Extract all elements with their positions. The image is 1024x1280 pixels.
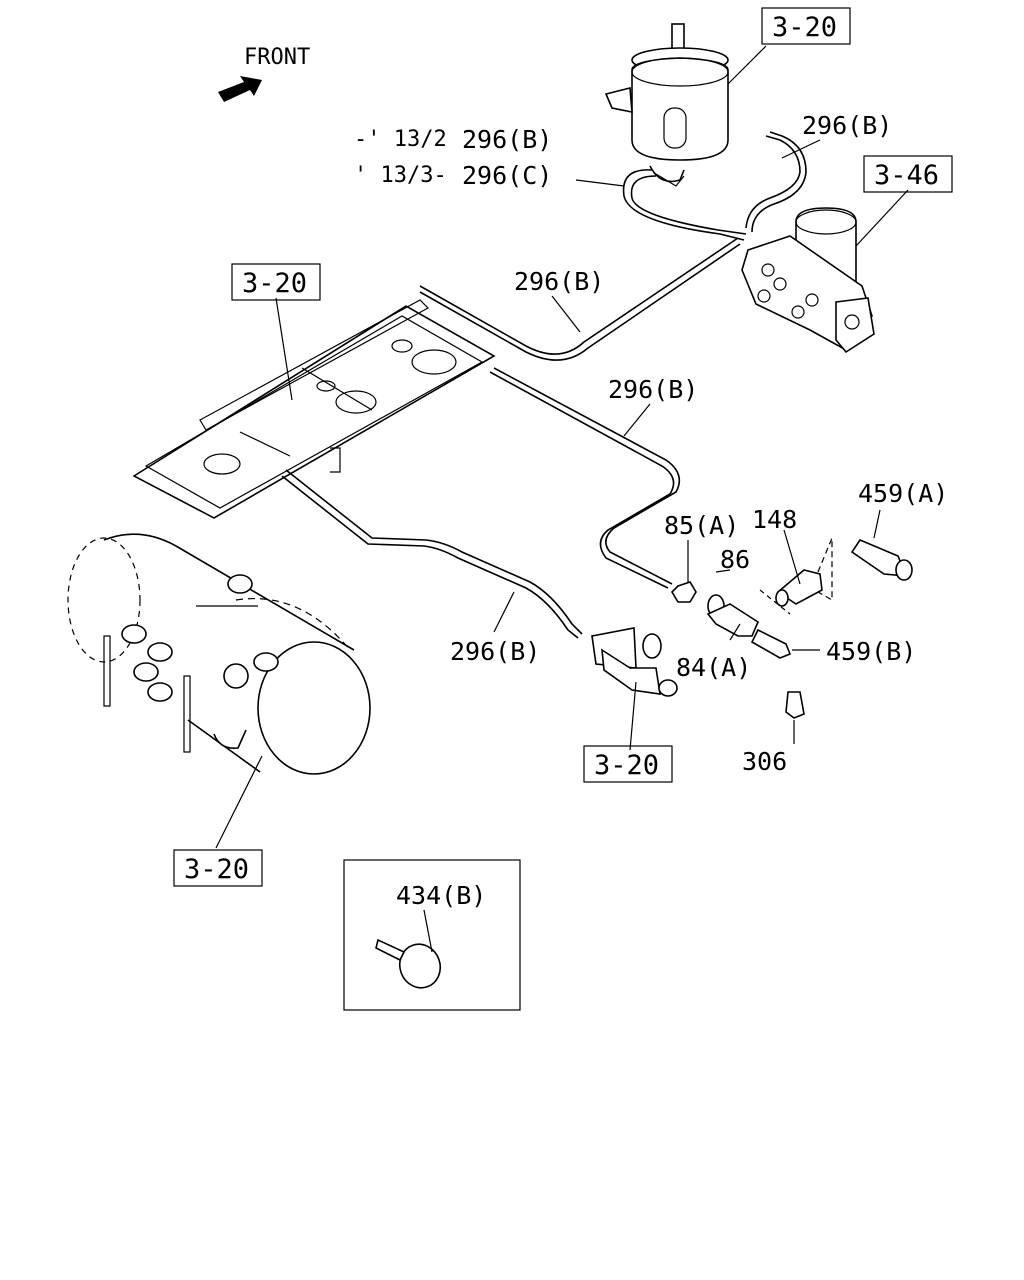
pipe-top-prefix-2: ' 13/3- (354, 163, 447, 188)
ref-tank-label: 3-20 (184, 854, 249, 885)
main-air-reservoir[interactable] (67, 533, 371, 775)
chassis-frame (132, 299, 496, 519)
pipe-top-value-2: 296(C) (462, 161, 552, 190)
sensor-b-label: 459(B) (826, 637, 916, 666)
connector-84a[interactable] (706, 603, 760, 637)
connector-label: 84(A) (676, 653, 751, 682)
plug-306[interactable] (785, 691, 805, 719)
ref-dryer-label: 3-46 (874, 160, 939, 191)
ref-valve-label: 3-20 (594, 750, 659, 781)
ref-box-top[interactable]: 3-20 (761, 7, 851, 45)
plug-label: 306 (742, 747, 787, 776)
ref-box-tank[interactable]: 3-20 (173, 849, 263, 887)
clip-detail-box[interactable]: 434(B) (343, 859, 521, 1011)
front-indicator: FRONT (218, 45, 310, 102)
pipe-296-lower[interactable] (281, 469, 583, 639)
pipe-dryer-label: 296(B) (802, 111, 892, 140)
upper-air-tank[interactable] (604, 23, 729, 187)
pipe-296-mid-right[interactable] (489, 367, 681, 589)
clip-label: 434(B) (396, 881, 486, 910)
ref-box-dryer[interactable]: 3-46 (863, 155, 953, 193)
pipe-mid-upper-label: 296(B) (514, 267, 604, 296)
sensor-459a[interactable] (850, 539, 913, 581)
sensor-459b[interactable] (750, 628, 792, 659)
pipe-top-value-1: 296(B) (462, 125, 552, 154)
nut-label: 85(A) (664, 511, 739, 540)
pipe-296-dryer[interactable] (745, 131, 807, 233)
front-arrow-icon (218, 76, 262, 102)
leader-lines (215, 45, 909, 953)
pipe-296-mid-upper[interactable] (419, 237, 741, 361)
air-dryer-unit[interactable] (741, 207, 875, 354)
pipe-296-top[interactable] (622, 169, 747, 241)
ref-box-frame[interactable]: 3-20 (231, 263, 321, 301)
fitting-148-label: 148 (752, 505, 797, 534)
clip-434b (375, 938, 442, 989)
washer-label: 86 (720, 545, 750, 574)
ref-top-label: 3-20 (772, 12, 837, 43)
sensor-a-label: 459(A) (858, 479, 948, 508)
ref-box-valve[interactable]: 3-20 (583, 745, 673, 783)
fitting-148[interactable] (759, 537, 833, 615)
nut-85a[interactable] (670, 581, 697, 603)
valve-assembly[interactable] (591, 627, 678, 697)
ref-frame-label: 3-20 (242, 268, 307, 299)
pipe-top-prefix-1: -' 13/2 (354, 127, 447, 152)
pipe-lower-label: 296(B) (450, 637, 540, 666)
front-label: FRONT (244, 45, 310, 70)
pipe-mid-right-label: 296(B) (608, 375, 698, 404)
